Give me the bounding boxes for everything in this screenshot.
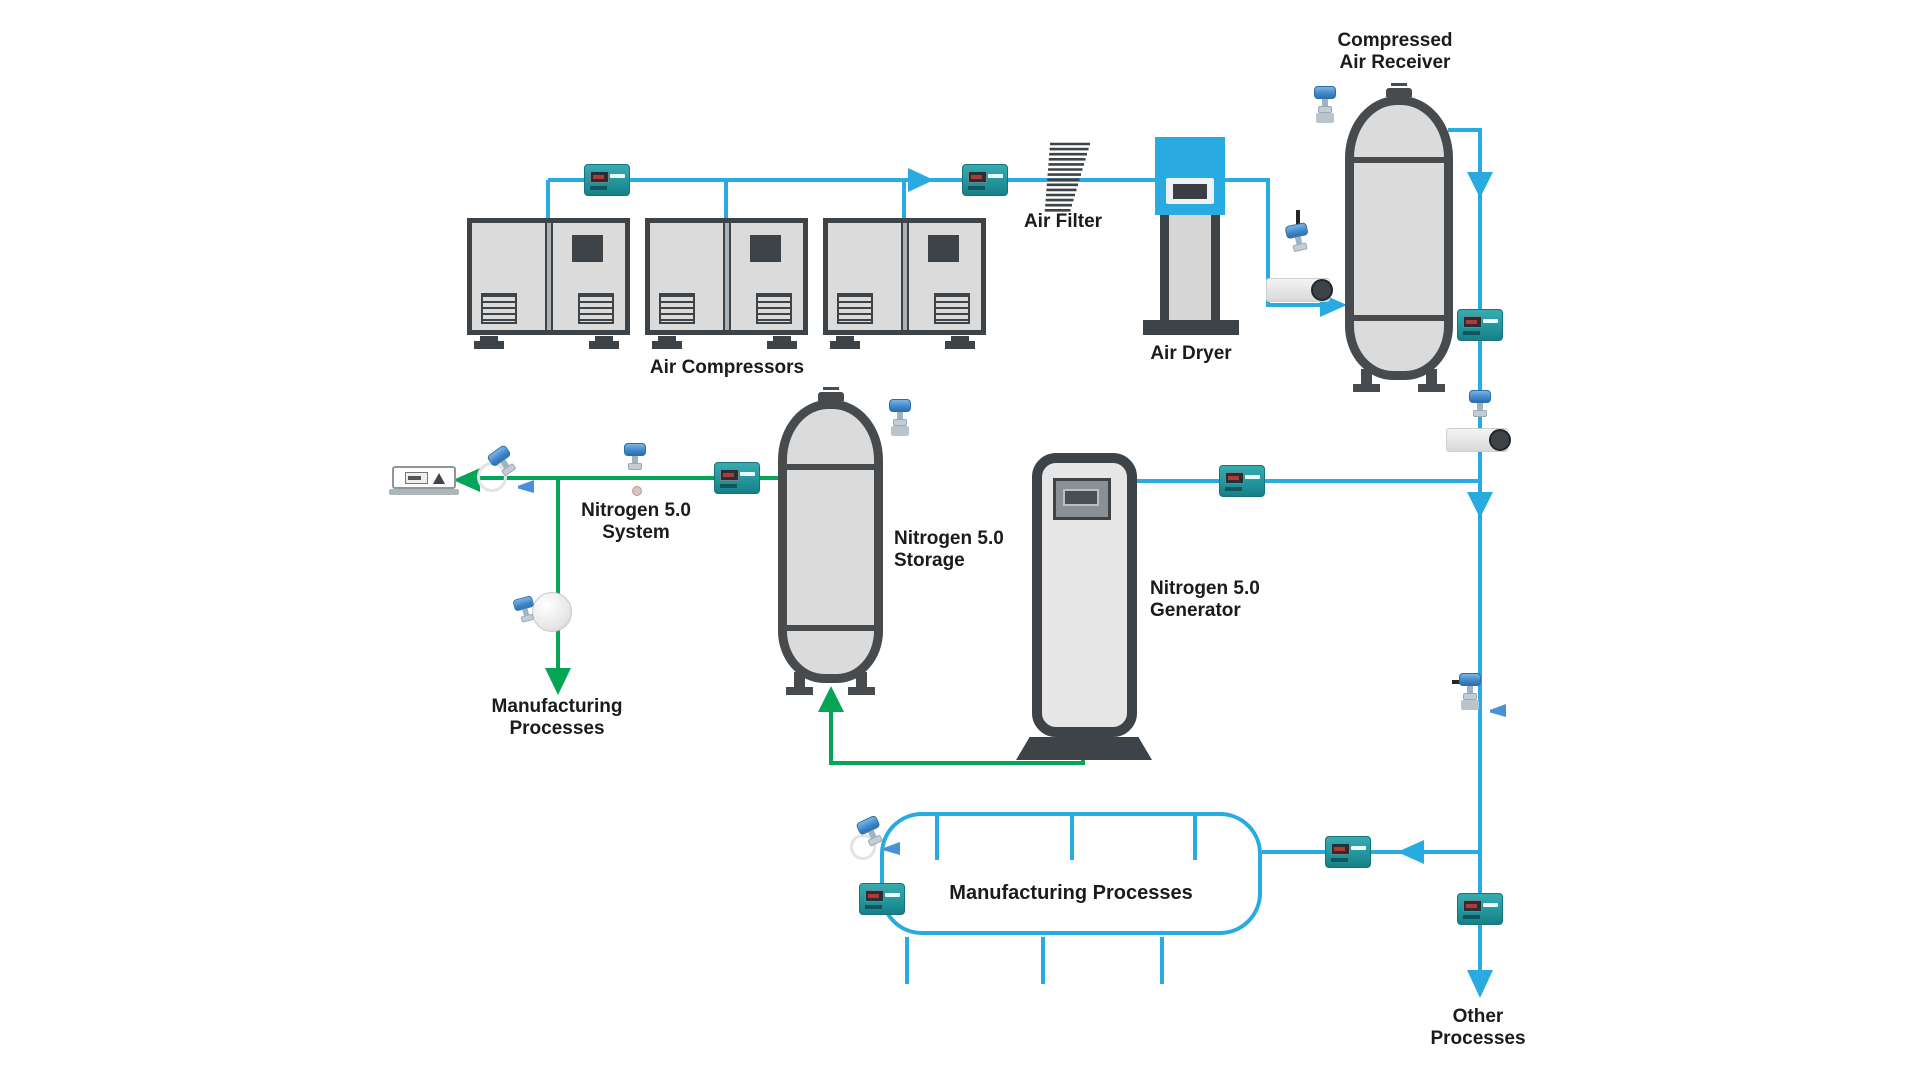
air-filter-icon — [1044, 142, 1090, 212]
compressed-air-lines — [546, 128, 1482, 984]
tank-leg — [786, 672, 813, 695]
inline-flow-sensor-icon — [1446, 428, 1511, 452]
compressor-grille — [837, 293, 873, 324]
air-compressor-1 — [467, 218, 630, 349]
compressor-grille — [481, 293, 517, 324]
flow-meter-icon — [962, 164, 1008, 196]
compressed-air-receiver-label: Compressed Air Receiver — [1337, 30, 1453, 74]
tank-seam — [1345, 315, 1453, 321]
flow-transmitter-icon — [1469, 390, 1491, 417]
compressor-foot — [767, 336, 797, 349]
nitrogen-flow-arrows — [453, 468, 844, 712]
air-compressor-3 — [823, 218, 986, 349]
compressor-door-divider — [900, 223, 909, 330]
regulator-valve-icon — [532, 592, 572, 632]
compressor-grille — [659, 293, 695, 324]
manufacturing-processes-label: Manufacturing Processes — [491, 696, 623, 740]
compressor-grille — [756, 293, 792, 324]
flow-meter-icon — [714, 462, 760, 494]
generator-pedestal — [1016, 737, 1152, 760]
tank-leg — [848, 672, 875, 695]
compressor-vent — [928, 235, 959, 262]
compressor-grille — [934, 293, 970, 324]
fitting-icon — [1452, 680, 1462, 684]
air-dryer-base — [1143, 320, 1239, 335]
compressor-vent — [750, 235, 781, 262]
tank-leg — [1418, 369, 1445, 392]
inline-flow-sensor-icon — [1266, 278, 1333, 302]
air-dryer-body — [1160, 215, 1220, 320]
nitrogen-storage-tank — [778, 387, 883, 695]
flow-meter-icon — [859, 883, 905, 915]
air-dryer-display-panel — [1173, 184, 1207, 199]
tank-cap — [1386, 83, 1412, 97]
flow-meter-icon — [1219, 465, 1265, 497]
generator-display — [1053, 478, 1111, 520]
analyzer-base — [389, 489, 459, 495]
compressor-foot — [474, 336, 504, 349]
compressor-door-divider — [544, 223, 553, 330]
tubing-loop-icon — [850, 834, 876, 860]
air-compressor-2 — [645, 218, 808, 349]
generator-display-panel — [1063, 489, 1099, 506]
compressor-foot — [589, 336, 619, 349]
compressor-door-divider — [722, 223, 731, 330]
air-flow-arrows — [908, 168, 1493, 998]
compressed-air-receiver-tank — [1345, 83, 1453, 392]
manufacturing-processes-box-label: Manufacturing Processes — [949, 882, 1193, 904]
flow-meter-icon — [1325, 836, 1371, 868]
analyzer-screen — [405, 472, 428, 484]
tank-seam — [778, 464, 883, 470]
tank-seam — [1345, 157, 1453, 163]
manufacturing-processes-box — [880, 812, 1262, 935]
air-filter-label: Air Filter — [1023, 211, 1103, 232]
flow-transmitter-icon — [624, 443, 646, 470]
flow-meter-icon — [1457, 309, 1503, 341]
analyzer-logo — [433, 473, 445, 484]
gas-analyzer-icon — [392, 466, 456, 489]
compressor-vent — [572, 235, 603, 262]
tank-seam — [778, 625, 883, 631]
antenna-icon — [1296, 210, 1300, 224]
pressure-transmitter-icon — [1314, 86, 1336, 123]
compressor-grille — [578, 293, 614, 324]
other-processes-label: Other Processes — [1430, 1006, 1526, 1050]
nitrogen-generator-label: Nitrogen 5.0 Generator — [1150, 578, 1260, 622]
tank-cap — [817, 387, 844, 401]
flow-meter-icon — [1457, 893, 1503, 925]
compressor-foot — [830, 336, 860, 349]
compressor-foot — [652, 336, 682, 349]
compressor-foot — [945, 336, 975, 349]
air-compressors-label: Air Compressors — [649, 357, 805, 378]
air-dryer-label: Air Dryer — [1150, 343, 1232, 364]
pressure-transmitter-icon — [889, 399, 911, 436]
nitrogen-system-label: Nitrogen 5.0 System — [581, 500, 691, 544]
nitrogen-storage-label: Nitrogen 5.0 Storage — [894, 528, 1004, 572]
pressure-transmitter-icon — [1459, 673, 1481, 710]
fitting-icon — [632, 486, 642, 496]
nitrogen-generator — [1032, 453, 1137, 737]
tank-leg — [1353, 369, 1380, 392]
flow-meter-icon — [584, 164, 630, 196]
